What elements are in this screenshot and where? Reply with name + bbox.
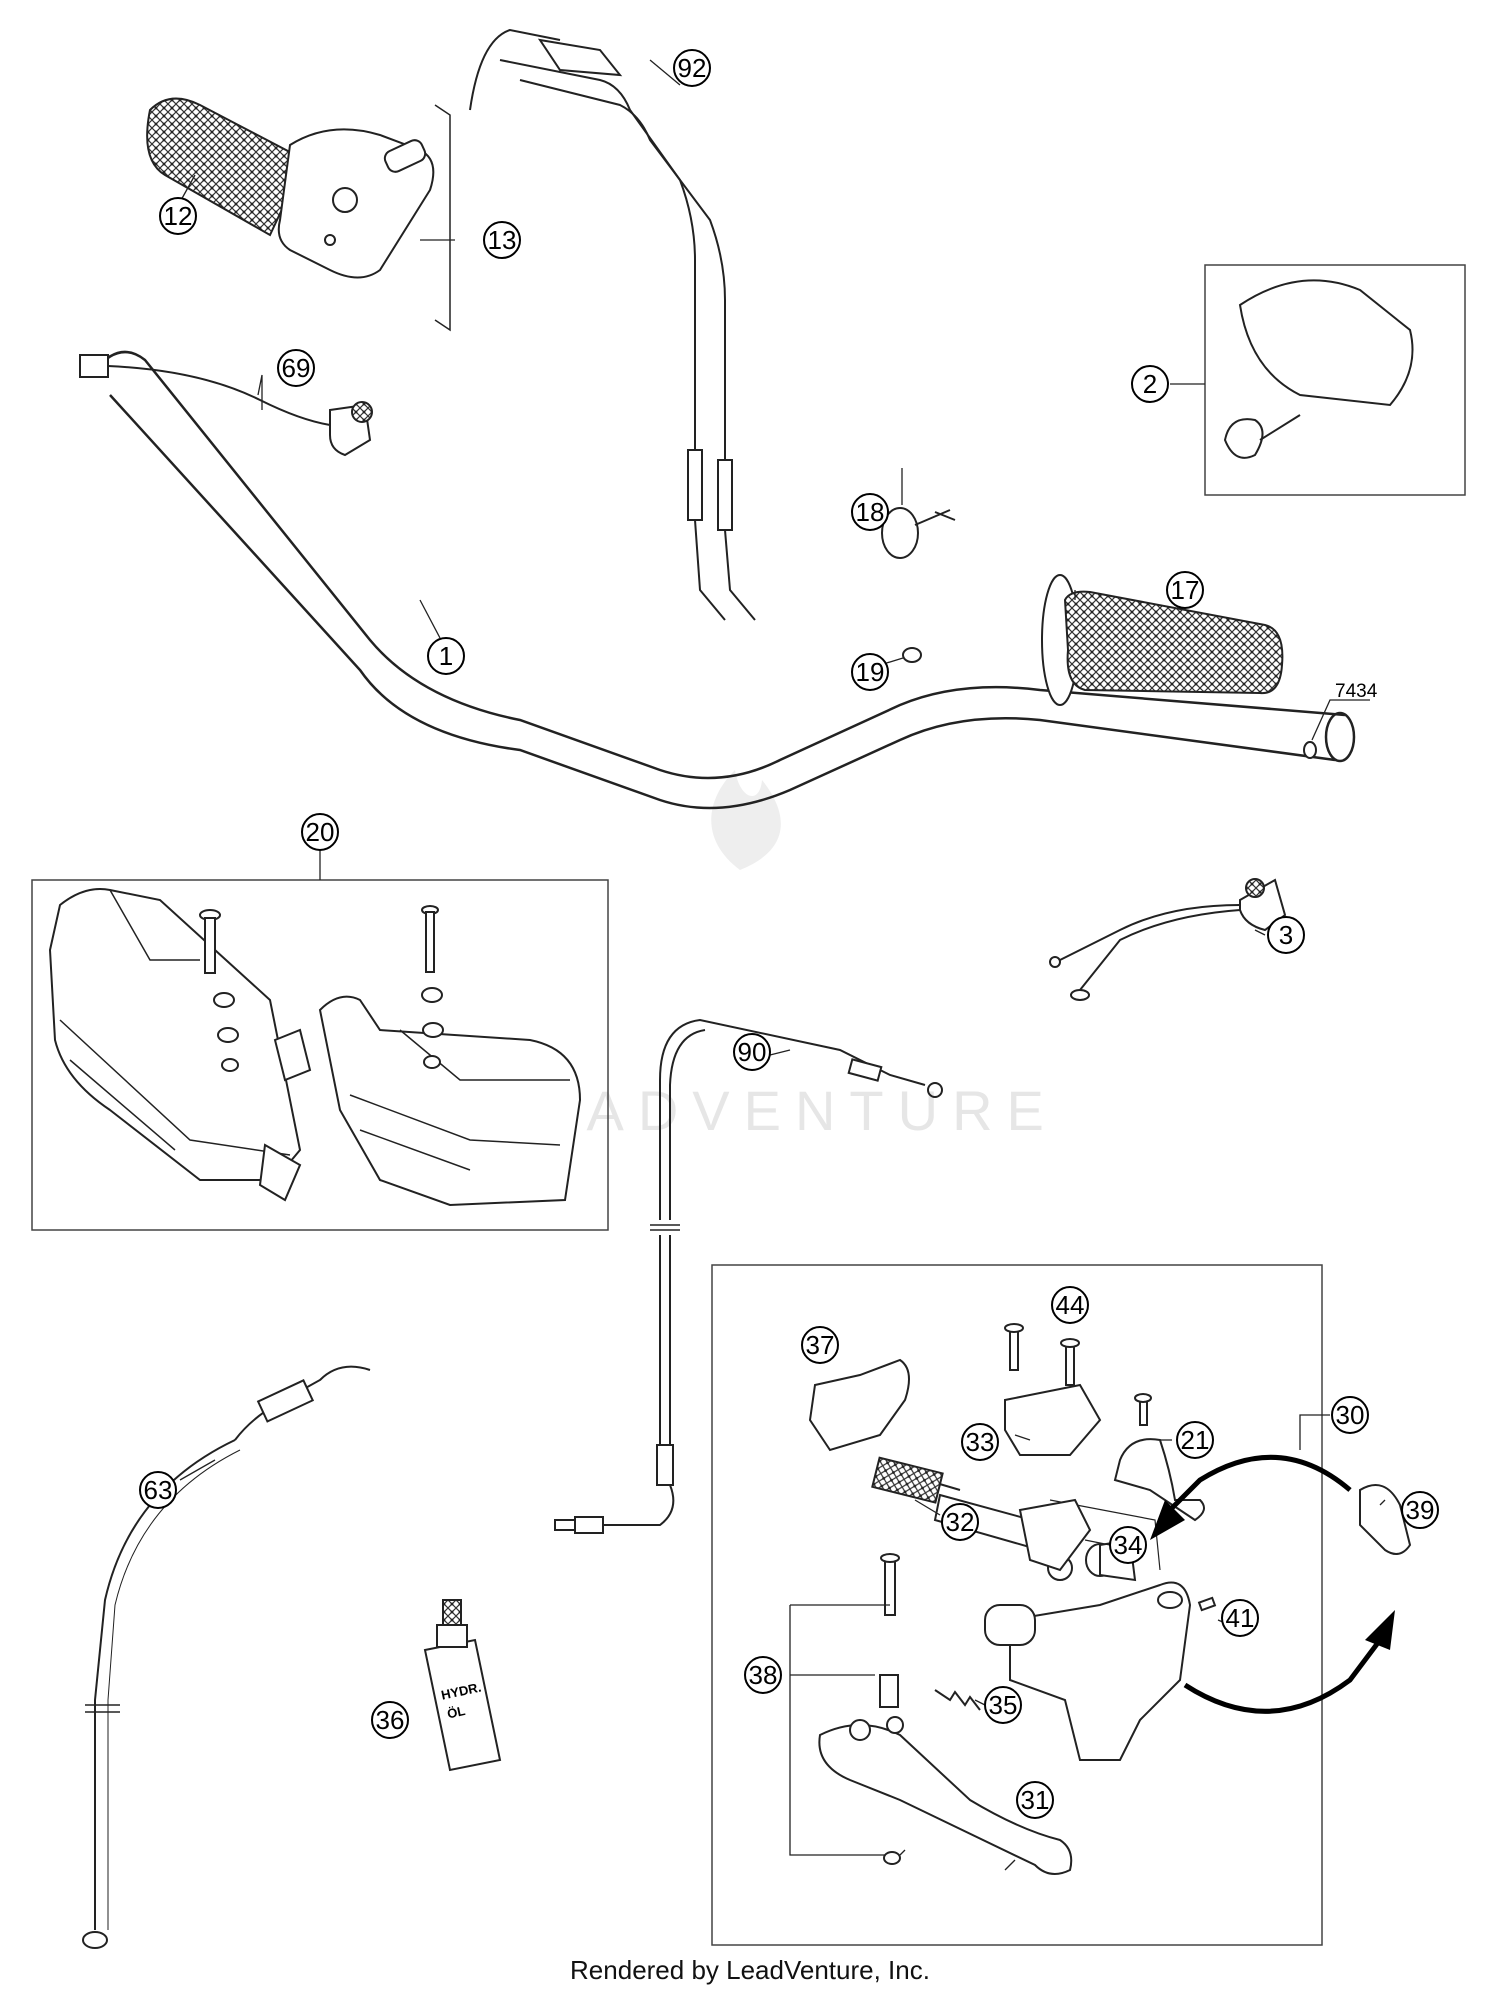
callout-34-label: 34	[1114, 1530, 1143, 1560]
watermark: LEADVENTURE	[490, 770, 1058, 1142]
callout-34: 34	[1109, 1526, 1147, 1564]
cable-tie	[881, 507, 956, 559]
left-grip	[1041, 574, 1284, 706]
callout-2-label: 2	[1143, 369, 1157, 399]
callout-3: 3	[1267, 916, 1305, 954]
cable-63	[82, 1365, 371, 1949]
kill-switch	[79, 354, 373, 457]
callout-1: 1	[427, 637, 465, 675]
bottle-label-line2: ÖL	[446, 1703, 467, 1721]
callout-90-label: 90	[738, 1037, 767, 1067]
part-number-7434: 7434	[1335, 681, 1378, 702]
callout-20-label: 20	[306, 817, 335, 847]
footer-credit: Rendered by LeadVenture, Inc.	[570, 1955, 930, 1985]
callout-36: 36	[371, 1701, 409, 1739]
callout-35-label: 35	[989, 1690, 1018, 1720]
callout-39-label: 39	[1406, 1495, 1435, 1525]
callout-33-label: 33	[966, 1427, 995, 1457]
callout-30: 30	[1331, 1396, 1369, 1434]
part-7434-washer	[1303, 699, 1370, 759]
callout-63-label: 63	[144, 1475, 173, 1505]
callout-92-label: 92	[678, 53, 707, 83]
throttle-grip	[146, 97, 307, 237]
callout-19-label: 19	[856, 657, 885, 687]
callout-20: 20	[301, 813, 339, 851]
hydraulic-oil-bottle: HYDR. ÖL	[423, 1599, 502, 1772]
nut	[902, 647, 922, 663]
callout-12: 12	[159, 197, 197, 235]
callout-32: 32	[941, 1503, 979, 1541]
callout-17: 17	[1166, 571, 1204, 609]
callout-69-label: 69	[282, 353, 311, 383]
callout-44: 44	[1051, 1286, 1089, 1324]
callout-13-label: 13	[488, 225, 517, 255]
watermark-text: LEADVENTURE	[490, 1079, 1058, 1142]
callout-33: 33	[961, 1423, 999, 1461]
callout-17-label: 17	[1171, 575, 1200, 605]
callout-38-label: 38	[749, 1660, 778, 1690]
callout-90: 90	[733, 1033, 771, 1071]
handlebar	[94, 350, 1356, 810]
callout-31: 31	[1016, 1781, 1054, 1819]
callout-41: 41	[1221, 1599, 1259, 1637]
callout-69: 69	[277, 349, 315, 387]
callout-35: 35	[984, 1686, 1022, 1724]
callout-18: 18	[851, 493, 889, 531]
throttle-housing	[277, 104, 451, 332]
callout-30-label: 30	[1336, 1400, 1365, 1430]
callout-37: 37	[801, 1326, 839, 1364]
callout-37-label: 37	[806, 1330, 835, 1360]
bar-pad-box	[1204, 264, 1466, 496]
callout-13: 13	[483, 221, 521, 259]
callout-63: 63	[139, 1471, 177, 1509]
callout-41-label: 41	[1226, 1603, 1255, 1633]
callout-1-label: 1	[439, 641, 453, 671]
callout-21-label: 21	[1181, 1425, 1210, 1455]
hot-start-switch	[1049, 878, 1287, 1001]
callout-39: 39	[1401, 1491, 1439, 1529]
callout-19: 19	[851, 653, 889, 691]
callout-31-label: 31	[1021, 1785, 1050, 1815]
callout-32-label: 32	[946, 1507, 975, 1537]
callout-12-label: 12	[164, 201, 193, 231]
throttle-cables	[469, 28, 756, 621]
callout-92: 92	[673, 49, 711, 87]
callout-44-label: 44	[1056, 1290, 1085, 1320]
hand-guards-box	[31, 879, 609, 1231]
callout-2: 2	[1131, 365, 1169, 403]
callout-21: 21	[1176, 1421, 1214, 1459]
callout-3-label: 3	[1279, 920, 1293, 950]
clutch-cable	[554, 1018, 943, 1534]
callout-38: 38	[744, 1656, 782, 1694]
master-cylinder-box	[711, 1264, 1412, 1946]
callout-18-label: 18	[856, 497, 885, 527]
callout-36-label: 36	[376, 1705, 405, 1735]
